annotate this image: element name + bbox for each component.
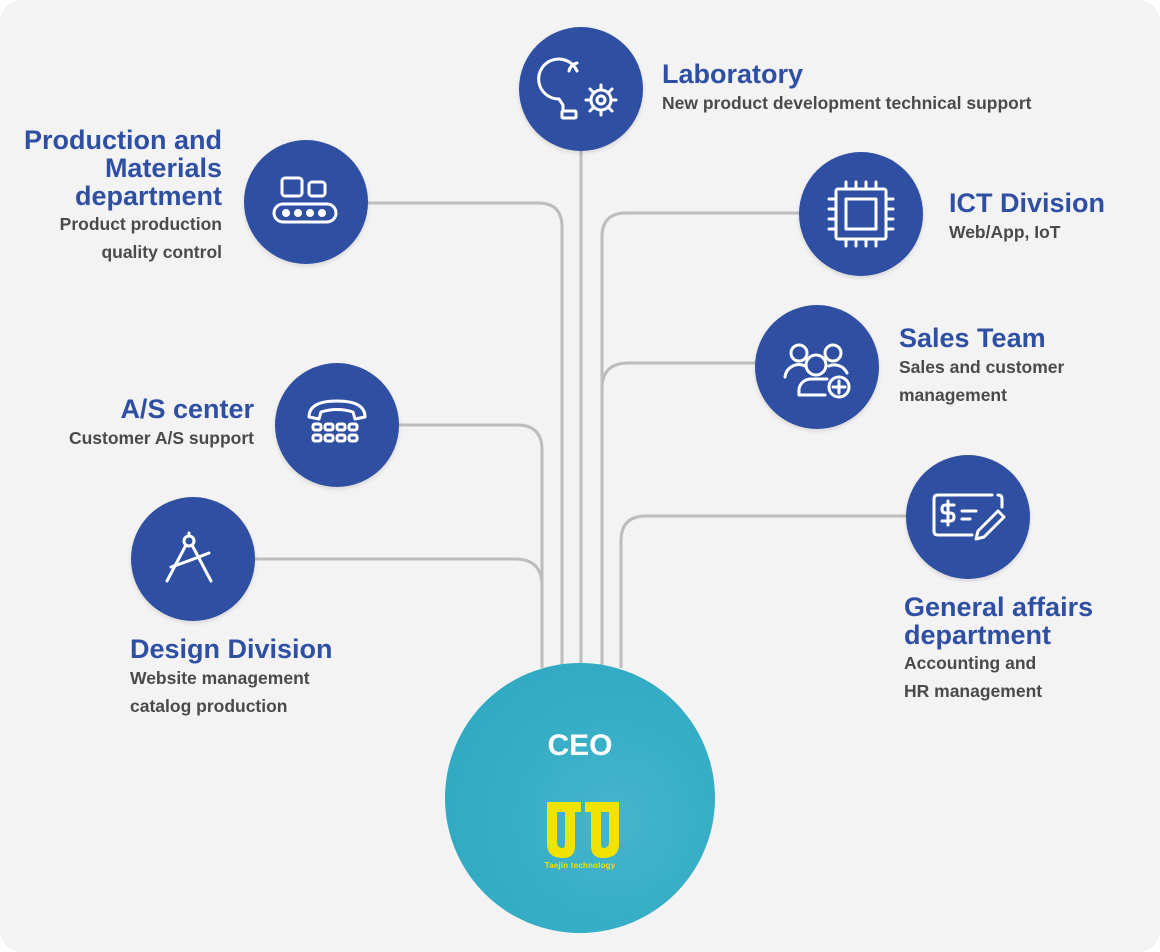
general-affairs-desc-line-1: Accounting and (904, 653, 1037, 673)
logo-caption: Taejin technology (544, 861, 616, 870)
general-affairs-title-line-2: department (904, 620, 1052, 650)
users-plus-icon (783, 343, 851, 399)
production-label: Production and Materials department Prod… (24, 126, 222, 266)
sales-desc-line-2: management (899, 385, 1007, 405)
sales-desc-line-1: Sales and customer (899, 357, 1065, 377)
design-label: Design Division Website management catal… (130, 635, 333, 720)
drafting-compass-icon (165, 531, 213, 583)
general-affairs-desc-line-2: HR management (904, 681, 1043, 701)
design-desc-line-1: Website management (130, 668, 310, 688)
production-node (244, 140, 368, 264)
design-title: Design Division (130, 634, 333, 664)
production-desc-line-2: quality control (101, 242, 222, 262)
connector-ict (600, 211, 800, 668)
ceo-node: CEO Taejin technology (445, 663, 715, 933)
sales-title: Sales Team (899, 323, 1046, 353)
ceo-title: CEO (547, 729, 613, 762)
production-title-line-3: department (74, 181, 222, 211)
general-affairs-title-line-1: General affairs (904, 592, 1094, 622)
company-logo (547, 802, 619, 858)
laboratory-title: Laboratory (662, 59, 804, 89)
production-title-line-2: Materials (104, 153, 222, 183)
lightbulb-gear-icon (537, 57, 618, 120)
as-center-label: A/S center Customer A/S support (69, 395, 254, 452)
connector-sales (600, 361, 756, 668)
sales-label: Sales Team Sales and customer management (899, 324, 1064, 409)
design-node (131, 497, 255, 621)
production-desc-line-1: Product production (59, 214, 222, 234)
connector-production (367, 201, 564, 668)
ict-desc: Web/App, IoT (949, 222, 1061, 242)
production-title-line-1: Production and (24, 125, 222, 155)
connector-general-affairs (619, 514, 907, 668)
as-center-title: A/S center (120, 394, 254, 424)
telephone-icon (307, 399, 367, 443)
conveyor-belt-icon (272, 176, 338, 224)
ict-node (799, 152, 923, 276)
laboratory-label: Laboratory New product development techn… (662, 60, 1032, 117)
sales-node (755, 305, 879, 429)
general-affairs-node (906, 455, 1030, 579)
ict-label: ICT Division Web/App, IoT (949, 189, 1105, 246)
general-affairs-label: General affairs department Accounting an… (904, 593, 1093, 705)
connector-as-center (398, 423, 544, 668)
as-center-desc: Customer A/S support (68, 428, 254, 448)
ict-title: ICT Division (949, 188, 1106, 218)
laboratory-node (519, 27, 643, 151)
as-center-node (275, 363, 399, 487)
check-pen-icon (932, 493, 1006, 541)
connector-design (253, 557, 544, 668)
design-desc-line-2: catalog production (130, 696, 288, 716)
microchip-icon (827, 180, 895, 248)
laboratory-desc: New product development technical suppor… (662, 93, 1032, 113)
